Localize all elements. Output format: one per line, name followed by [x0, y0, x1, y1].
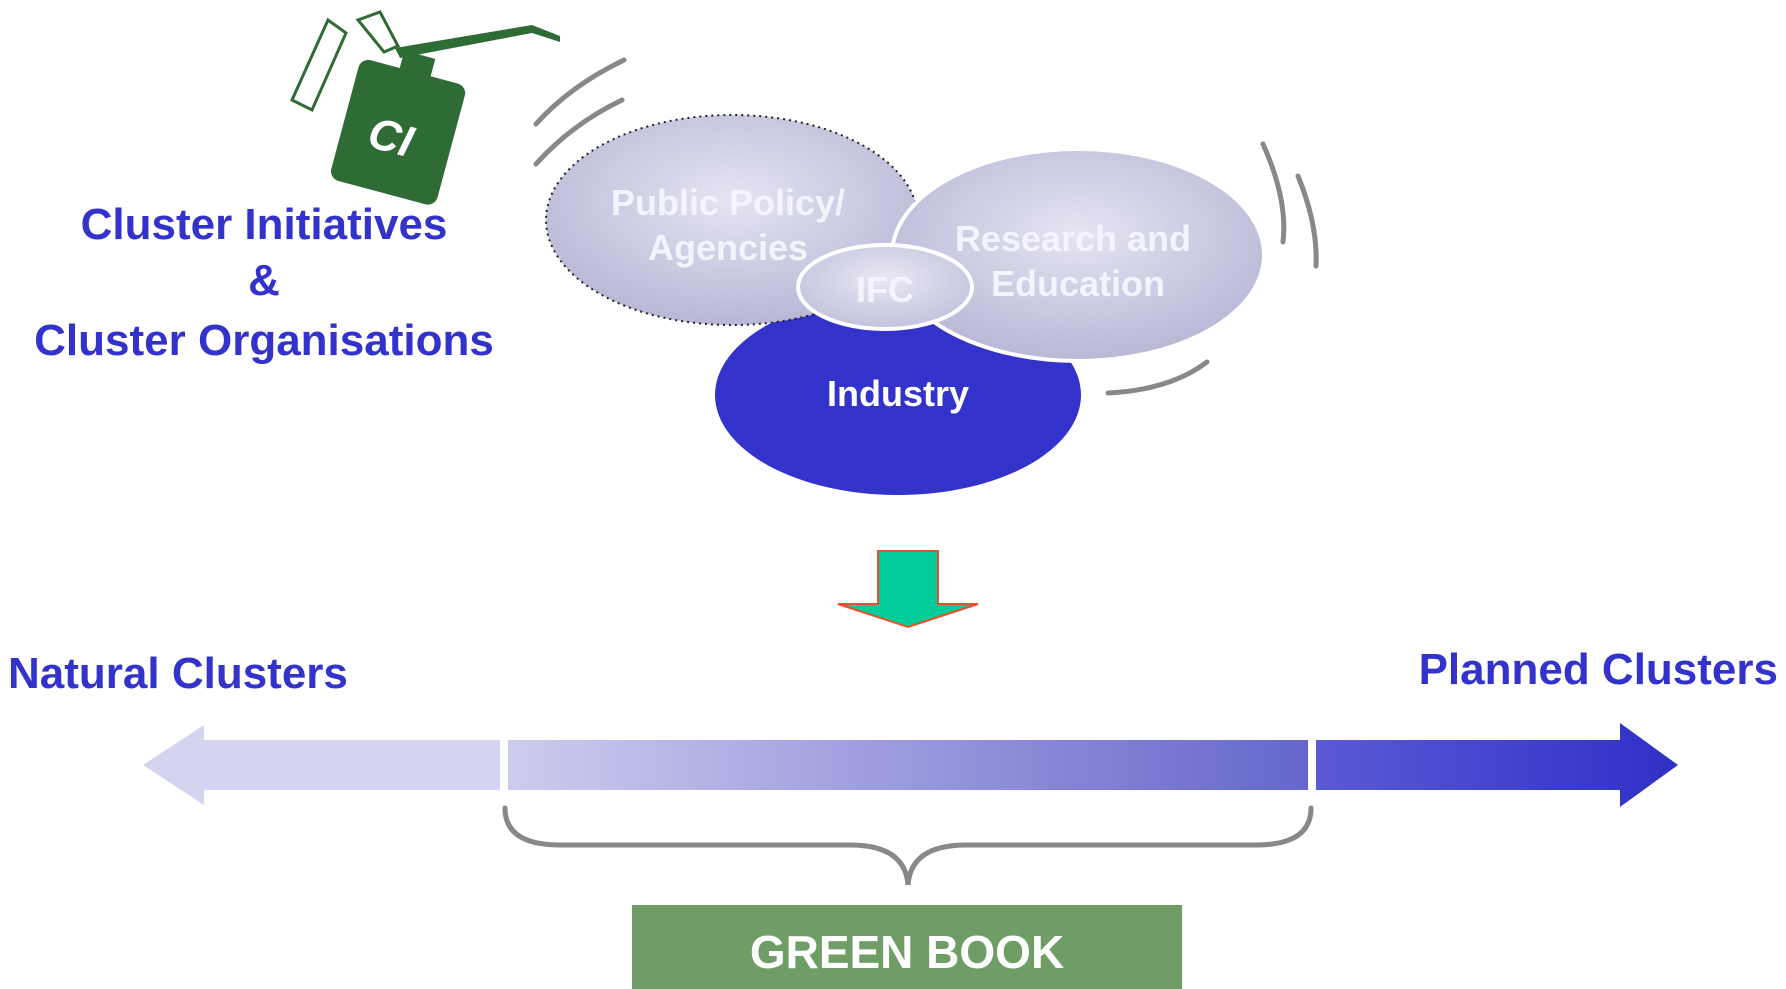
industry-label: Industry — [827, 373, 969, 414]
research-line2: Education — [991, 263, 1165, 304]
down-arrow-icon — [837, 550, 979, 629]
green-book-label: GREEN BOOK — [750, 926, 1064, 978]
public-policy-line2: Agencies — [648, 227, 808, 268]
green-book-box: GREEN BOOK — [632, 905, 1182, 989]
ifc-ellipse — [796, 243, 974, 331]
spectrum-arrow — [143, 723, 1678, 807]
oil-can-icon: CI — [290, 10, 560, 205]
natural-clusters-label: Natural Clusters — [8, 649, 348, 698]
spectrum-right-segment — [1316, 723, 1678, 807]
planned-clusters-label: Planned Clusters — [1419, 645, 1778, 694]
research-line1: Research and — [955, 218, 1191, 259]
brace — [502, 805, 1314, 886]
left-title: Cluster Initiatives & Cluster Organisati… — [34, 200, 494, 365]
spectrum-left-segment — [143, 725, 500, 805]
spectrum-middle-segment — [508, 740, 1308, 790]
left-title-line2: & — [248, 256, 280, 305]
motion-swooshes — [533, 57, 1319, 396]
left-title-line3: Cluster Organisations — [34, 316, 494, 365]
left-title-line1: Cluster Initiatives — [81, 200, 448, 249]
cluster-circles: Public Policy/ Agencies Research and Edu… — [545, 114, 1266, 495]
public-policy-line1: Public Policy/ — [611, 182, 845, 223]
ifc-label: IFC — [856, 269, 914, 310]
